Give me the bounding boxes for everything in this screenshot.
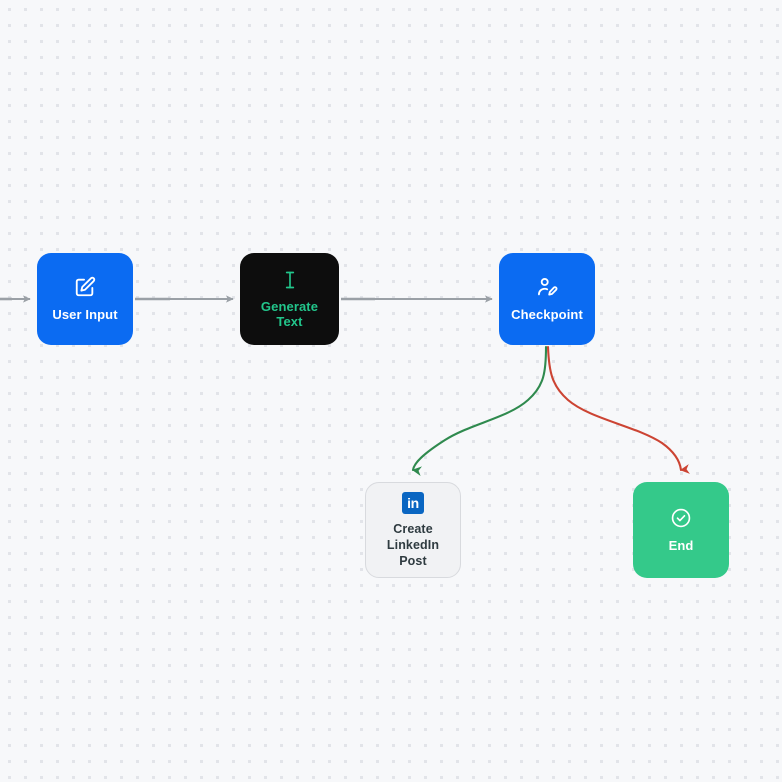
node-end[interactable]: End: [633, 482, 729, 578]
node-generate-text[interactable]: Generate Text: [240, 253, 339, 345]
node-create-linkedin-post-label: Create LinkedIn Post: [386, 521, 440, 568]
edge-checkpoint-end: [546, 345, 690, 474]
pencil-square-icon: [74, 276, 96, 298]
user-pen-icon: [536, 276, 558, 298]
linkedin-icon-glyph: in: [402, 491, 424, 514]
node-user-input-label: User Input: [52, 307, 118, 322]
node-checkpoint-label: Checkpoint: [511, 307, 583, 322]
circle-check-icon: [670, 507, 692, 529]
node-generate-text-label: Generate Text: [260, 298, 319, 329]
node-user-input[interactable]: User Input: [37, 253, 133, 345]
node-checkpoint[interactable]: Checkpoint: [499, 253, 595, 345]
text-cursor-icon: [280, 270, 300, 290]
edge-checkpoint-linkedin: [411, 345, 548, 477]
linkedin-icon: in: [402, 491, 424, 514]
node-end-label: End: [668, 538, 694, 553]
node-create-linkedin-post[interactable]: in Create LinkedIn Post: [365, 482, 461, 578]
